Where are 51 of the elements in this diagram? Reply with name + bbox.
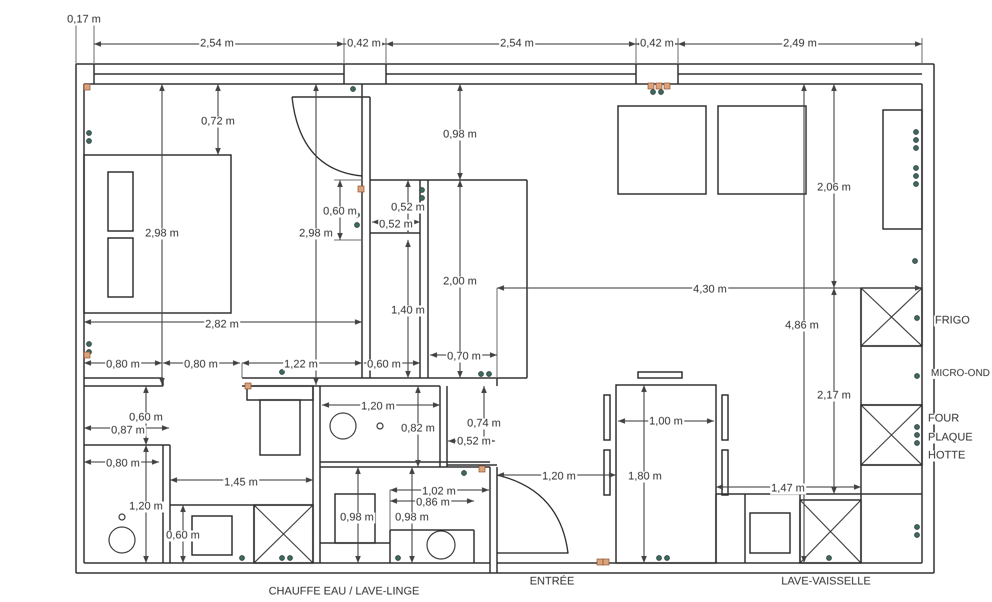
- dimension-label: 0,98 m: [339, 512, 375, 524]
- dimension-label: 4,86 m: [784, 320, 820, 332]
- dimension-label: 2,17 m: [816, 390, 852, 402]
- dimension-label: 1,45 m: [223, 478, 259, 488]
- dimension-label: 1,20 m: [541, 472, 577, 482]
- dimension-label: 2,49 m: [782, 38, 818, 50]
- dimension-label: 4,30 m: [692, 284, 728, 296]
- room-label: PLAQUE: [927, 432, 974, 444]
- room-label: CHAUFFE EAU / LAVE-LINGE: [268, 586, 420, 598]
- dimension-label: 1,47 m: [770, 484, 806, 494]
- room-label: ENTRÉE: [528, 576, 576, 588]
- room-label: HOTTE: [927, 450, 966, 462]
- dimension-label: 1,00 m: [648, 416, 684, 428]
- dimension-label: 0,74 m: [466, 418, 502, 430]
- dimension-label: 1,40 m: [390, 306, 426, 316]
- dimension-label: 0,98 m: [442, 130, 478, 140]
- dimension-label: 0,42 m: [639, 38, 675, 50]
- dimension-label: 1,02 m: [421, 486, 457, 498]
- dimension-label: 0,70 m: [446, 352, 482, 362]
- dimension-label: 0,72 m: [200, 116, 236, 128]
- dimension-label: 2,82 m: [204, 320, 240, 330]
- dimension-label: 0,52 m: [456, 436, 492, 448]
- dimension-label: 1,80 m: [627, 472, 663, 482]
- dimension-label: 0,60 m: [322, 206, 358, 218]
- dimension-label: 0,87 m: [110, 426, 146, 436]
- dimension-label: 1,20 m: [360, 402, 396, 412]
- dimension-label: 2,00 m: [442, 276, 478, 288]
- dimension-label: 0,60 m: [165, 530, 201, 542]
- dimension-label: 0,80 m: [105, 360, 141, 370]
- dimension-label: 2,06 m: [816, 182, 852, 194]
- dimension-label: 0,60 m: [366, 360, 402, 370]
- dimension-label: 0,42 m: [346, 38, 382, 50]
- dimension-label: 0,98 m: [394, 512, 430, 524]
- room-label: FOUR: [927, 414, 960, 424]
- dimension-label: 0,52 m: [378, 220, 414, 230]
- dimension-label: 0,86 m: [415, 498, 451, 508]
- dimension-label: 0,60 m: [128, 412, 164, 424]
- room-label: FRIGO: [934, 316, 971, 326]
- dimension-label: 0,80 m: [105, 458, 141, 470]
- dimension-label: 1,20 m: [128, 502, 164, 512]
- dimension-label: 2,54 m: [199, 38, 235, 50]
- dimension-label: 2,98 m: [298, 228, 334, 240]
- dimension-label: 1,22 m: [283, 360, 319, 370]
- room-label: LAVE-VAISSELLE: [780, 576, 872, 588]
- dimension-label: 0,82 m: [400, 424, 436, 434]
- dimension-label: 0,80 m: [183, 360, 219, 370]
- room-label: MICRO-OND: [930, 369, 991, 379]
- dimension-label: 2,98 m: [144, 228, 180, 240]
- dimension-label: 2,54 m: [499, 38, 535, 50]
- dimension-label: 0,17 m: [66, 14, 102, 26]
- dimension-label: 0,52 m: [390, 202, 426, 214]
